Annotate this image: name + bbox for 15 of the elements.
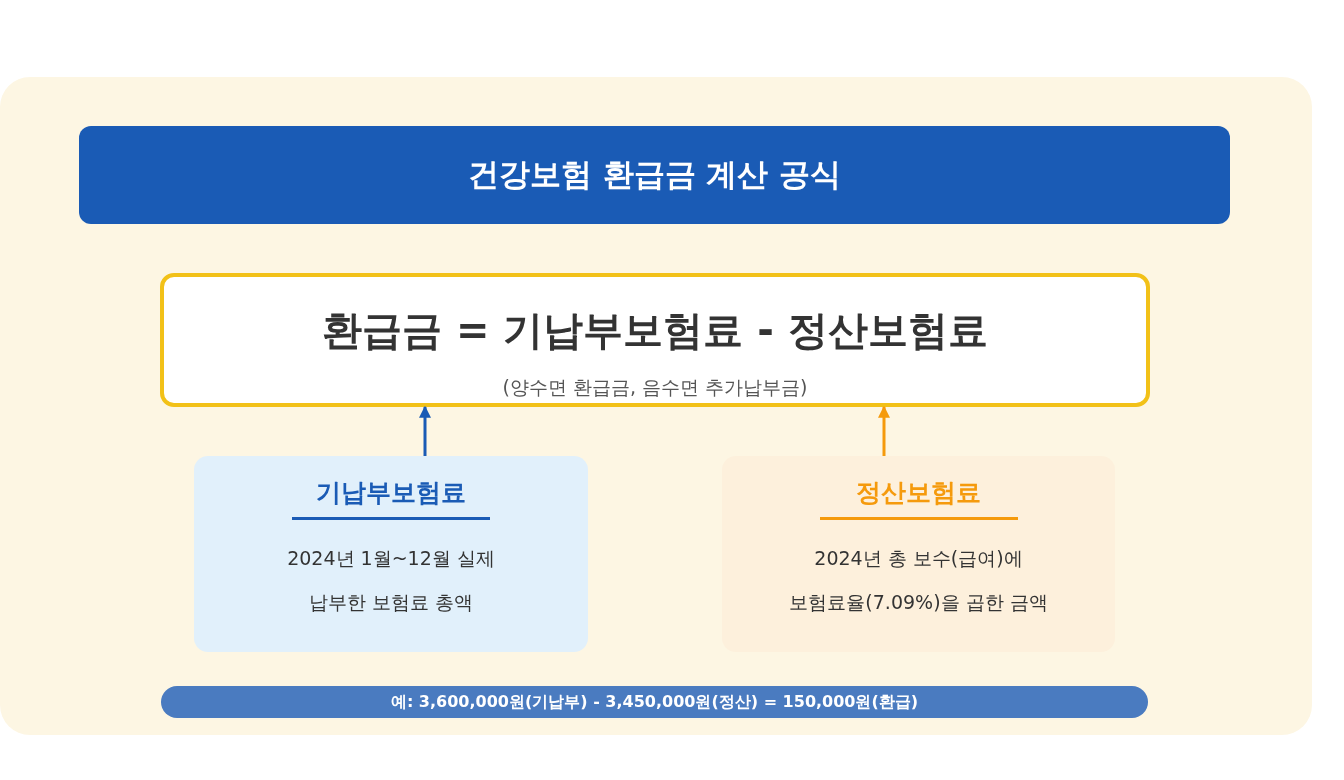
arrow <box>878 405 890 456</box>
card-description: 2024년 1월~12월 실제 납부한 보험료 총액 <box>286 546 496 615</box>
formula-text: 환급금 = 기납부보험료 - 정산보험료 <box>321 306 989 355</box>
arrow <box>419 405 431 456</box>
card-heading: 정산보험료 <box>819 476 1018 520</box>
info-card <box>194 456 588 652</box>
example-text: 예: 3,600,000원(기납부) - 3,450,000원(정산) = 150,000원(환급) <box>390 691 919 713</box>
info-card <box>722 456 1115 652</box>
formula-box <box>160 273 1150 407</box>
card-heading: 기납부보험료 <box>292 476 490 520</box>
title-text: 건강보험 환급금 계산 공식 <box>467 155 842 194</box>
formula-note: (양수면 환급금, 음수면 추가납부금) <box>501 375 809 400</box>
card-description: 2024년 총 보수(급여)에 보험료율(7.09%)을 곱한 금액 <box>788 546 1049 615</box>
example-bar <box>161 686 1148 718</box>
title-banner <box>79 126 1230 224</box>
